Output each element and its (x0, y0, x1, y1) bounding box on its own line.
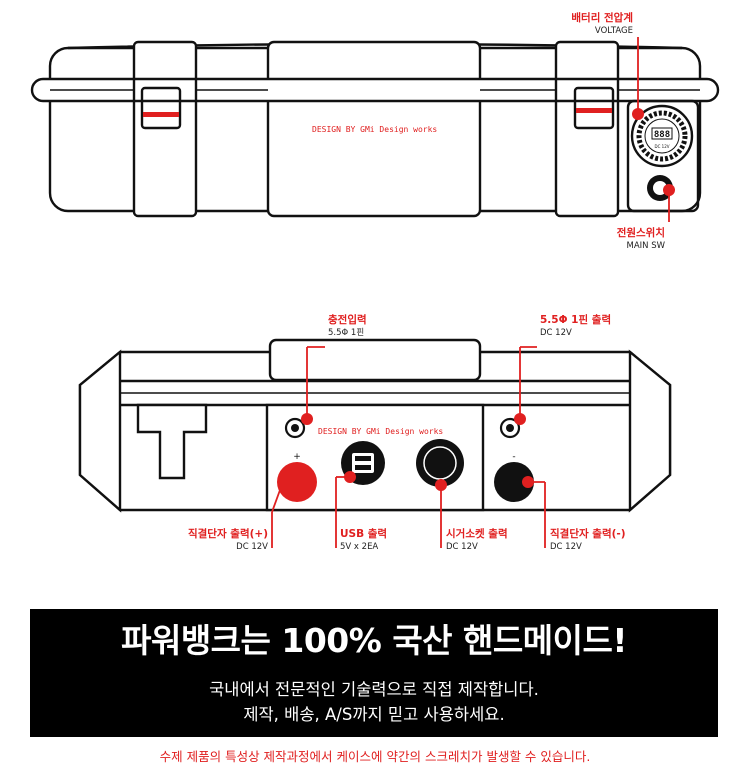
front-brand-text: DESIGN BY GMi Design works (318, 427, 443, 436)
terminal-minus-subtitle: DC 12V (550, 542, 582, 552)
voltage-title: 배터리 전압계 (571, 11, 633, 24)
latch-marker-right (576, 108, 612, 113)
svg-text:+: + (293, 452, 301, 462)
usb-title: USB 출력 (340, 527, 387, 540)
terminal-plus-icon: + (277, 452, 317, 502)
top-view-case (30, 40, 720, 218)
terminal-minus-icon: - (494, 452, 534, 502)
terminal-minus-title: 직결단자 출력(-) (550, 527, 626, 540)
dc-output-title: 5.5Φ 1핀 출력 (540, 313, 611, 326)
cigar-socket-icon (416, 439, 464, 487)
voltmeter-sub: DC 12V (655, 144, 670, 149)
cigar-title: 시거소켓 출력 (446, 527, 508, 540)
banner-line-2: 제작, 배송, A/S까지 믿고 사용하세요. (243, 705, 505, 724)
promo-banner: 파워뱅크는 100% 국산 핸드메이드! 국내에서 전문적인 기술력으로 직접 … (30, 609, 718, 737)
charge-input-subtitle: 5.5Φ 1핀 (328, 328, 364, 338)
footnote: 수제 제품의 특성상 제작과정에서 케이스에 약간의 스크레치가 발생할 수 있… (159, 749, 591, 764)
cigar-subtitle: DC 12V (446, 542, 478, 552)
top-brand-text: DESIGN BY GMi Design works (312, 125, 437, 134)
banner-line-1: 국내에서 전문적인 기술력으로 직접 제작합니다. (209, 680, 539, 699)
latch-marker-left (143, 112, 179, 117)
product-diagram: DESIGN BY GMi Design works 888 DC 12V 배터… (30, 11, 720, 552)
svg-text:-: - (512, 452, 515, 462)
terminal-plus-subtitle: DC 12V (236, 542, 268, 552)
voltmeter-display: 888 (654, 130, 670, 140)
banner-headline: 파워뱅크는 100% 국산 핸드메이드! (121, 621, 627, 660)
dc-output-jack-icon (499, 417, 521, 439)
main-switch-subtitle: MAIN SW (626, 241, 665, 251)
dc-output-subtitle: DC 12V (540, 328, 572, 338)
terminal-plus-title: 직결단자 출력(+) (188, 527, 268, 540)
voltage-subtitle: VOLTAGE (595, 26, 633, 36)
front-view-case (78, 338, 672, 513)
charge-input-jack-icon (284, 417, 306, 439)
charge-input-title: 충전입력 (328, 313, 367, 326)
main-switch-title: 전원스위치 (617, 226, 665, 239)
voltmeter-icon: 888 DC 12V (630, 104, 694, 168)
usb-subtitle: 5V x 2EA (340, 542, 378, 552)
